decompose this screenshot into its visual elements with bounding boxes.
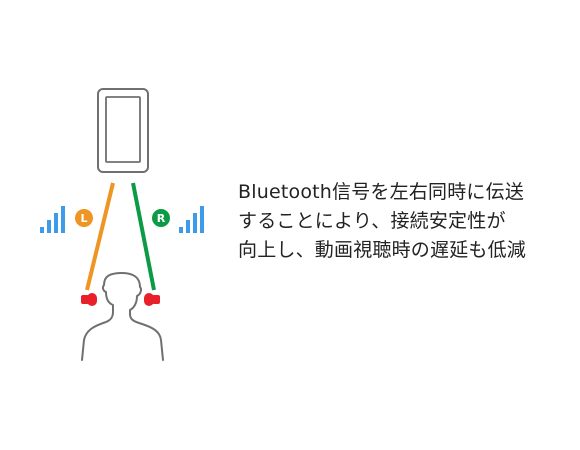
- right-badge: R: [152, 209, 170, 227]
- person-silhouette-icon: [81, 272, 164, 361]
- right-channel-line: [131, 182, 156, 291]
- left-badge: L: [75, 209, 93, 227]
- description-text: Bluetooth信号を左右同時に伝送 することにより、接続安定性が 向上し、動…: [238, 178, 568, 265]
- signal-bars-icon-right: [179, 206, 204, 233]
- signal-bars-icon-left: [40, 206, 65, 233]
- earbud-icon-right: [144, 293, 160, 306]
- description-line-2: することにより、接続安定性が: [238, 210, 506, 232]
- right-badge-label: R: [157, 212, 166, 225]
- smartphone-icon: [97, 88, 149, 173]
- left-channel-line: [85, 182, 115, 291]
- description-line-3: 向上し、動画視聴時の遅延も低減: [238, 239, 527, 261]
- left-badge-label: L: [80, 212, 87, 225]
- earbud-icon-left: [81, 293, 97, 306]
- description-line-1: Bluetooth信号を左右同時に伝送: [238, 181, 525, 203]
